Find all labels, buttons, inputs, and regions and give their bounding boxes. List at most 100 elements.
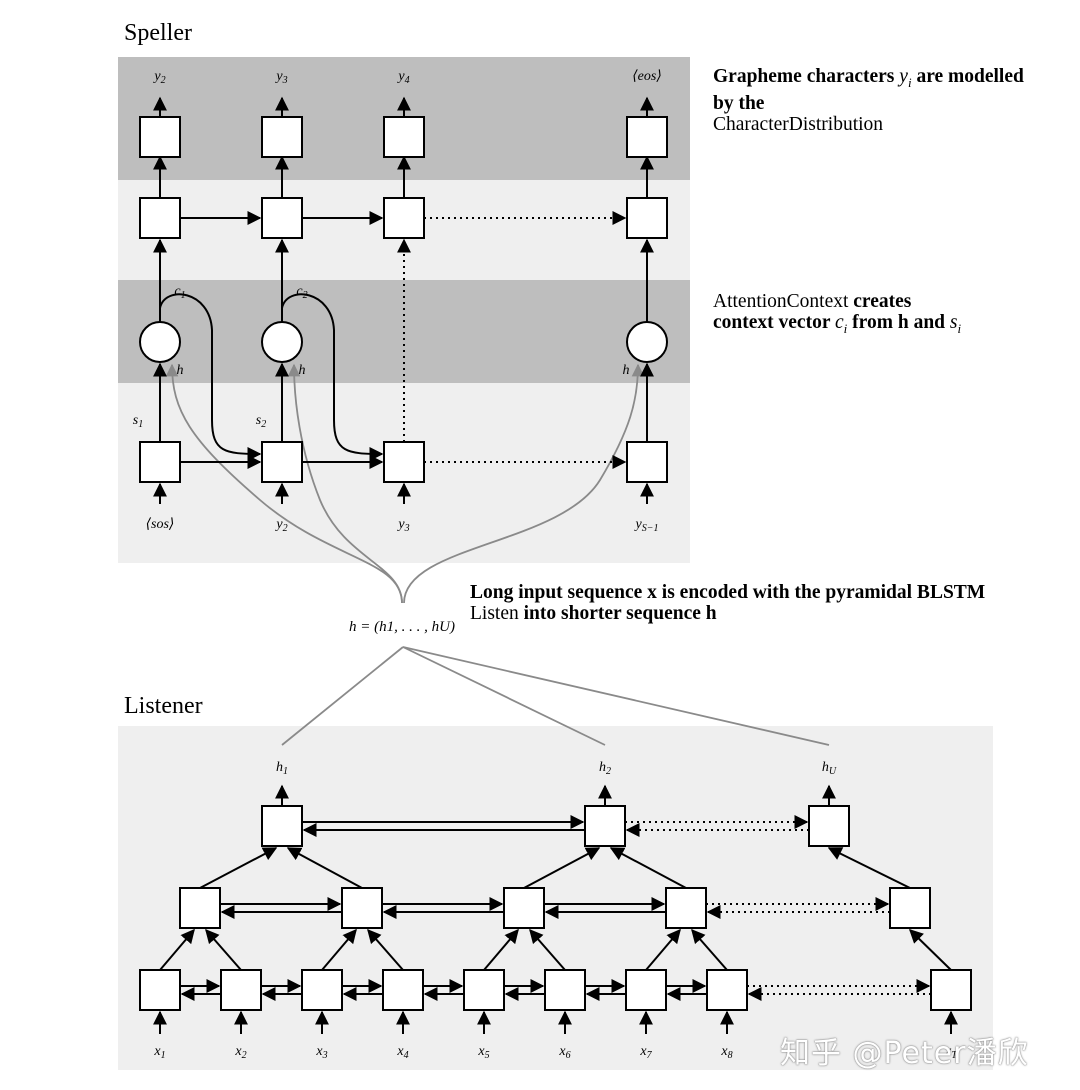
speller-lower-lstm-box — [139, 441, 181, 483]
pyramid-arrow — [645, 928, 681, 971]
listener-input-label: x6 — [558, 1044, 570, 1061]
annotation-character-distribution: Grapheme characters yi are modelled by t… — [713, 66, 1043, 135]
listener-input-label: xT — [944, 1044, 958, 1061]
speller-lower-lstm-box — [626, 441, 668, 483]
pyramid-arrow — [609, 847, 687, 889]
pyramid-arrow — [159, 928, 195, 971]
listener-layer2-box — [503, 887, 545, 929]
speller-title: Speller — [124, 20, 192, 46]
attention-input-curve — [403, 363, 645, 604]
context-label: c1 — [174, 284, 185, 301]
listener-band — [118, 726, 993, 1070]
annotation-text: from — [847, 312, 898, 333]
sequence-link-line — [402, 646, 830, 746]
speller-output-label: y3 — [274, 69, 287, 86]
listener-layer1-box — [463, 969, 505, 1011]
listener-output-label: h1 — [276, 760, 288, 777]
speller-upper-lstm-box — [261, 197, 303, 239]
math-symbol: c — [835, 312, 844, 333]
listener-layer1-box — [382, 969, 424, 1011]
listener-layer3-box — [584, 805, 626, 847]
math-subscript: i — [843, 320, 848, 336]
listener-input-label: x4 — [396, 1044, 408, 1061]
annotation-listen: Long input sequence x is encoded with th… — [470, 582, 1010, 624]
listener-layer3-box — [808, 805, 850, 847]
listener-input-label: x3 — [315, 1044, 327, 1061]
h-label: h — [177, 363, 184, 378]
listener-layer1-box — [706, 969, 748, 1011]
h-label: h — [299, 363, 306, 378]
attention-context-circle — [139, 321, 181, 363]
annotation-bold-h: h — [897, 312, 909, 333]
sequence-link-line — [402, 646, 606, 746]
character-distribution-box — [139, 116, 181, 158]
speller-input-label: ⟨sos⟩ — [146, 517, 175, 532]
math-subscript: i — [907, 74, 912, 90]
listener-output-label: h2 — [599, 760, 611, 777]
h-label: h — [623, 363, 630, 378]
listener-layer1-box — [544, 969, 586, 1011]
speller-input-label: yS−1 — [634, 517, 659, 534]
speller-output-label: y4 — [396, 69, 409, 86]
listener-layer2-box — [889, 887, 931, 929]
listener-input-label: x5 — [477, 1044, 489, 1061]
annotation-attention-context: AttentionContext creates context vector … — [713, 291, 973, 339]
pyramid-arrow — [523, 847, 601, 889]
state-label: s2 — [256, 413, 266, 430]
speller-output-label: ⟨eos⟩ — [632, 69, 662, 84]
pyramid-arrow — [529, 928, 566, 971]
speller-upper-lstm-box — [383, 197, 425, 239]
listener-layer1-box — [301, 969, 343, 1011]
pyramid-arrow — [483, 928, 519, 971]
annotation-bold-h: h — [705, 603, 717, 624]
listener-output-label: hU — [822, 760, 837, 777]
annotation-module-name: CharacterDistribution — [713, 113, 884, 135]
pyramid-arrow — [321, 928, 357, 971]
character-distribution-box — [626, 116, 668, 158]
listener-input-label: x8 — [720, 1044, 732, 1061]
attention-band — [118, 280, 690, 383]
annotation-text: are modelled by the — [713, 66, 1024, 114]
listener-layer1-box — [625, 969, 667, 1011]
annotation-text: and — [908, 312, 950, 333]
annotation-text: is encoded with the pyramidal BLSTM — [656, 582, 986, 603]
pyramid-arrow — [367, 928, 404, 971]
math-subscript: i — [957, 320, 962, 336]
context-curve-c2 — [281, 293, 384, 461]
pyramid-arrow — [908, 929, 952, 971]
annotation-text: Long input sequence — [470, 582, 648, 603]
speller-upper-lstm-box — [626, 197, 668, 239]
character-distribution-box — [383, 116, 425, 158]
listener-layer2-box — [179, 887, 221, 929]
listener-layer2-box — [341, 887, 383, 929]
speller-input-label: y2 — [274, 517, 287, 534]
watermark: 知乎 @Peter潘欣 — [780, 1036, 1029, 1071]
h-definition: h = (h1, . . . , hU) — [349, 619, 455, 635]
speller-output-label: y2 — [152, 69, 165, 86]
annotation-module-name: Listen — [470, 603, 519, 624]
listener-input-label: x2 — [234, 1044, 246, 1061]
listener-layer1-box — [930, 969, 972, 1011]
context-curve-c1 — [159, 293, 262, 461]
sequence-link-line — [281, 646, 404, 746]
speller-upper-lstm-box — [139, 197, 181, 239]
annotation-text: into shorter sequence — [518, 603, 706, 624]
attention-input-curve — [287, 363, 403, 604]
pyramid-arrow — [286, 847, 363, 889]
listener-layer1-box — [220, 969, 262, 1011]
annotation-text: creates context vector — [713, 291, 912, 333]
annotation-bold-x: x — [647, 582, 657, 603]
listener-layer3-box — [261, 805, 303, 847]
listener-layer1-box — [139, 969, 181, 1011]
pyramid-arrow — [827, 847, 911, 889]
attention-context-circle — [261, 321, 303, 363]
attention-input-curve — [165, 363, 403, 604]
attention-context-circle — [626, 321, 668, 363]
listener-title: Listener — [124, 693, 203, 719]
state-label: s1 — [133, 413, 143, 430]
speller-lower-lstm-box — [383, 441, 425, 483]
listener-input-label: x7 — [639, 1044, 652, 1061]
character-distribution-box — [261, 116, 303, 158]
